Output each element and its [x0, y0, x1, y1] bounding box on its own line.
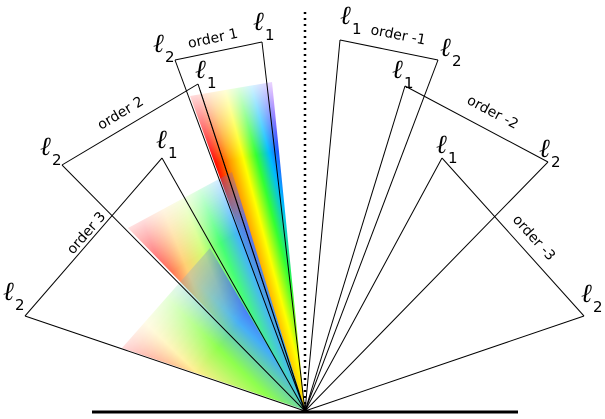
svg-text:ℓ: ℓ — [153, 29, 164, 59]
svg-text:2: 2 — [15, 296, 25, 314]
order-2-rays — [61, 83, 306, 412]
ell-2-order-minus-1: ℓ 2 — [440, 33, 462, 70]
ell-1-order-1: ℓ 1 — [253, 7, 275, 44]
svg-text:1: 1 — [404, 74, 414, 92]
ell-2-order-minus-3: ℓ 2 — [581, 279, 603, 316]
svg-text:ℓ: ℓ — [3, 277, 14, 307]
svg-text:2: 2 — [593, 298, 603, 316]
ell-1-order-2: ℓ 1 — [195, 55, 217, 92]
svg-text:ℓ: ℓ — [436, 130, 447, 160]
svg-text:2: 2 — [52, 151, 62, 169]
svg-text:ℓ: ℓ — [340, 1, 351, 31]
svg-text:ℓ: ℓ — [195, 55, 206, 85]
svg-text:1: 1 — [352, 20, 362, 38]
label-order-3: order 3 — [64, 209, 109, 258]
svg-text:2: 2 — [165, 48, 175, 66]
svg-text:2: 2 — [452, 52, 462, 70]
ell-2-order-minus-2: ℓ 2 — [539, 134, 561, 171]
svg-text:ℓ: ℓ — [440, 33, 451, 63]
svg-text:ℓ: ℓ — [156, 125, 167, 155]
svg-text:1: 1 — [265, 26, 275, 44]
svg-text:ℓ: ℓ — [539, 134, 550, 164]
label-order-minus-1: order -1 — [369, 22, 427, 48]
svg-text:ℓ: ℓ — [253, 7, 264, 37]
ell-2-order-1: ℓ 2 — [153, 29, 175, 66]
order-minus-3-rays — [304, 157, 585, 412]
order-minus-2-rays — [304, 85, 549, 412]
svg-text:ℓ: ℓ — [581, 279, 592, 309]
ell-1-order-minus-2: ℓ 1 — [392, 55, 414, 92]
ell-1-order-minus-3: ℓ 1 — [436, 130, 458, 167]
ell-2-order-3: ℓ 2 — [3, 277, 25, 314]
svg-text:ℓ: ℓ — [40, 132, 51, 162]
svg-text:1: 1 — [207, 74, 217, 92]
label-order-2: order 2 — [95, 94, 147, 134]
ell-2-order-2: ℓ 2 — [40, 132, 62, 169]
order-minus-1-rays — [304, 39, 439, 412]
svg-text:ℓ: ℓ — [392, 55, 403, 85]
svg-text:2: 2 — [551, 153, 561, 171]
label-order-minus-2: order -2 — [464, 92, 521, 132]
label-order-minus-3: order -3 — [509, 212, 558, 264]
svg-text:1: 1 — [448, 149, 458, 167]
spectrum-order-3 — [122, 248, 305, 410]
svg-text:1: 1 — [168, 144, 178, 162]
ell-1-order-3: ℓ 1 — [156, 125, 178, 162]
ell-1-order-minus-1: ℓ 1 — [340, 1, 362, 38]
order-3-rays — [24, 157, 306, 412]
